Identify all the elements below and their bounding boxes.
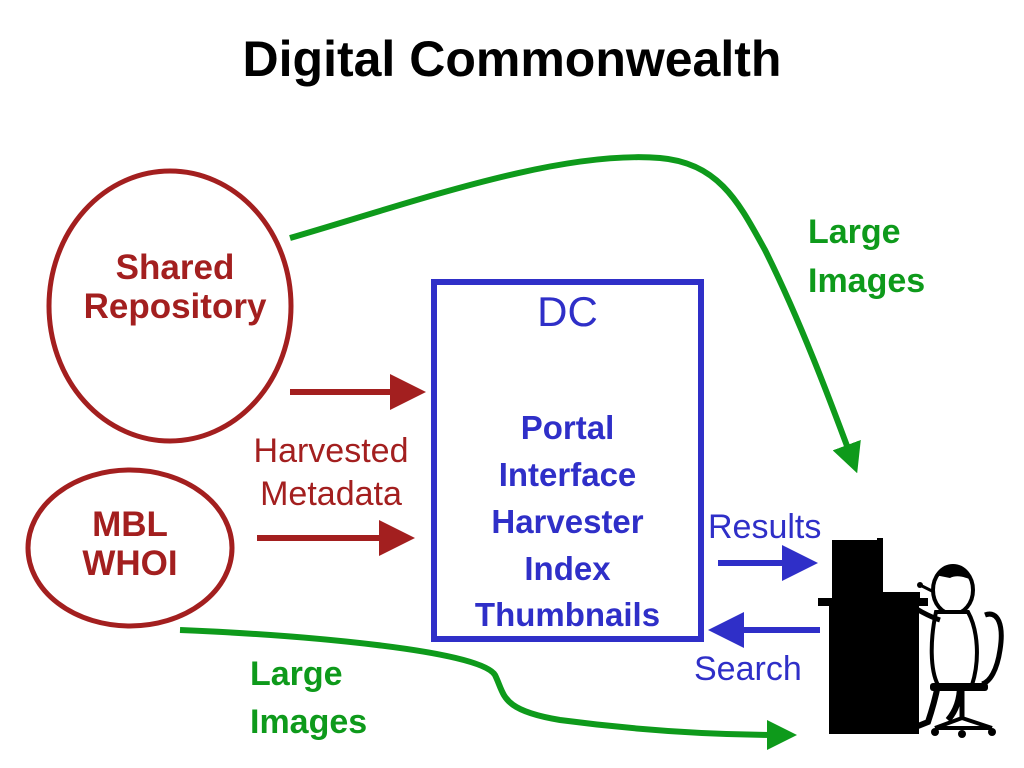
shared-repository-label: Shared Repository [60,248,290,326]
dc-heading: DC [537,288,598,335]
large-images-bottom-line1: Large [250,655,343,693]
large-images-top-arrow [289,154,861,474]
search-label: Search [694,650,802,688]
harvested-metadata-label: Harvested Metadata [236,430,426,515]
mbl-whoi-label: MBL WHOI [60,505,200,583]
dc-line-index: Index [524,549,611,587]
large-images-top-line2: Images [808,262,926,301]
mbl-whoi-line2: WHOI [82,544,178,584]
computer-user-icon [818,538,1004,738]
large-images-top-label: Large Images [808,208,958,307]
shared-repository-circle [46,168,294,444]
large-images-bottom-line2: Images [250,702,368,741]
harvested-metadata-line2: Metadata [260,474,402,513]
harvested-metadata-line1: Harvested [253,432,409,470]
dc-content: Portal Interface Harvester Index Thumbna… [434,405,701,639]
mbl-whoi-circle [25,467,235,629]
shared-repository-line2: Repository [83,287,267,327]
slide-title: Digital Commonwealth [242,31,782,87]
large-images-bottom-arrow [179,627,797,750]
mbl-whoi-line1: MBL [92,505,168,544]
large-images-bottom-label: Large Images [250,651,400,746]
large-images-top-line1: Large [808,213,901,251]
shared-repository-line1: Shared [115,248,235,287]
dc-line-interface: Interface [498,455,637,493]
dc-box [431,279,704,642]
dc-line-harvester: Harvester [491,502,644,540]
dc-line-portal: Portal [520,409,615,446]
results-label: Results [708,508,822,546]
dc-line-thumbnails: Thumbnails [474,596,661,634]
